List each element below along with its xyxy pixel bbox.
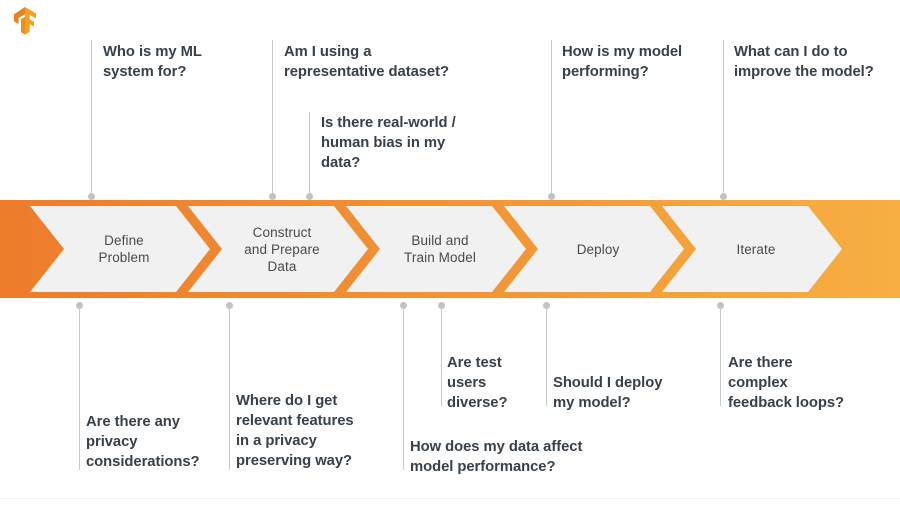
- question-line: How does my data affect: [410, 439, 583, 455]
- connector-line-who-is-my-ml-system-for: [91, 40, 92, 196]
- connector-line-what-can-i-do-to-improve-the-model: [723, 40, 724, 196]
- question-line: feedback loops?: [728, 395, 845, 411]
- step-line: Build and: [411, 233, 469, 248]
- question-line: privacy: [86, 434, 138, 450]
- step-label-deploy: Deploy: [559, 241, 630, 258]
- connector-dot-are-test-users-diverse: [438, 302, 445, 309]
- question-line: Are there any: [86, 414, 180, 430]
- step-line: Train Model: [404, 250, 476, 265]
- connector-dot-who-is-my-ml-system-for: [88, 193, 95, 200]
- step-label-define-problem: Define Problem: [81, 232, 160, 266]
- step-line: Iterate: [736, 241, 776, 257]
- connector-dot-what-can-i-do-to-improve-the-model: [720, 193, 727, 200]
- question-line: Where do I get: [236, 393, 338, 409]
- question-what-can-i-do-to-improve-the-model: What can I do to improve the model?: [734, 42, 900, 82]
- step-build-and-train-model[interactable]: Build and Train Model: [346, 206, 526, 292]
- connector-dot-am-i-using-a-representative-dataset: [269, 193, 276, 200]
- question-line: Am I using a: [284, 44, 372, 60]
- step-define-problem[interactable]: Define Problem: [30, 206, 210, 292]
- question-are-there-complex-feedback-loops: Are there complex feedback loops?: [728, 353, 898, 413]
- step-deploy[interactable]: Deploy: [504, 206, 684, 292]
- question-line: my model?: [553, 395, 631, 411]
- question-are-test-users-diverse: Are test users diverse?: [447, 353, 557, 413]
- connector-line-am-i-using-a-representative-dataset: [272, 40, 273, 196]
- connector-dot-is-there-real-world-human-bias: [306, 193, 313, 200]
- connector-dot-are-there-any-privacy-considerations: [76, 302, 83, 309]
- connector-dot-should-i-deploy-my-model: [543, 302, 550, 309]
- connector-line-is-there-real-world-human-bias: [309, 112, 310, 196]
- step-construct-and-prepare-data[interactable]: Construct and Prepare Data: [188, 206, 368, 292]
- question-line: What can I do to: [734, 44, 848, 60]
- connector-line-how-is-my-model-performing: [551, 40, 552, 196]
- question-line: data?: [321, 155, 361, 171]
- question-line: relevant features: [236, 413, 354, 429]
- step-line: Deploy: [576, 241, 620, 257]
- tensorflow-logo-icon: [10, 6, 40, 38]
- question-line: How is my model: [562, 44, 683, 60]
- connector-dot-how-does-my-data-affect-model-performance: [400, 302, 407, 309]
- step-label-build-and-train-model: Build and Train Model: [386, 232, 486, 266]
- question-line: diverse?: [447, 395, 508, 411]
- question-how-is-my-model-performing: How is my model performing?: [562, 42, 752, 82]
- connector-line-should-i-deploy-my-model: [546, 306, 547, 406]
- tensorflow-logo-svg: [14, 7, 36, 35]
- connector-dot-how-is-my-model-performing: [548, 193, 555, 200]
- step-line: Problem: [98, 250, 150, 265]
- question-are-there-any-privacy-considerations: Are there any privacy considerations?: [86, 412, 236, 472]
- question-should-i-deploy-my-model: Should I deploy my model?: [553, 373, 713, 413]
- question-how-does-my-data-affect-model-performance: How does my data affect model performanc…: [410, 437, 640, 477]
- step-line: Define: [104, 233, 144, 248]
- step-line: and Prepare: [244, 241, 320, 257]
- question-line: considerations?: [86, 454, 200, 470]
- question-line: performing?: [562, 64, 649, 80]
- step-label-construct-and-prepare-data: Construct and Prepare Data: [226, 224, 329, 275]
- question-line: human bias in my: [321, 135, 446, 151]
- step-line: Data: [267, 258, 297, 274]
- question-line: Are there: [728, 355, 793, 371]
- question-line: users: [447, 375, 487, 391]
- question-who-is-my-ml-system-for: Who is my ML system for?: [103, 42, 273, 82]
- connector-line-are-there-any-privacy-considerations: [79, 306, 80, 470]
- question-line: improve the model?: [734, 64, 874, 80]
- question-line: representative dataset?: [284, 64, 449, 80]
- question-line: model performance?: [410, 459, 556, 475]
- question-line: Who is my ML: [103, 44, 202, 60]
- connector-dot-where-do-i-get-relevant-features: [226, 302, 233, 309]
- ml-lifecycle-banner: Define Problem Construct and Prepare Dat…: [0, 200, 900, 298]
- question-line: system for?: [103, 64, 187, 80]
- connector-line-where-do-i-get-relevant-features: [229, 306, 230, 470]
- connector-line-are-there-complex-feedback-loops: [720, 306, 721, 406]
- connector-line-are-test-users-diverse: [441, 306, 442, 406]
- connector-line-how-does-my-data-affect-model-performance: [403, 306, 404, 470]
- question-line: Is there real-world /: [321, 115, 456, 131]
- question-line: in a privacy: [236, 433, 317, 449]
- bottom-divider: [0, 498, 900, 499]
- question-line: Should I deploy: [553, 375, 663, 391]
- step-line: Construct: [252, 224, 312, 240]
- step-iterate[interactable]: Iterate: [662, 206, 842, 292]
- question-line: Are test: [447, 355, 502, 371]
- connector-dot-are-there-complex-feedback-loops: [717, 302, 724, 309]
- step-label-iterate: Iterate: [719, 241, 786, 258]
- question-where-do-i-get-relevant-features-in-a-privacy-preserving-way: Where do I get relevant features in a pr…: [236, 391, 411, 471]
- question-am-i-using-a-representative-dataset: Am I using a representative dataset?: [284, 42, 524, 82]
- question-line: complex: [728, 375, 788, 391]
- question-is-there-real-world-human-bias-in-my-data: Is there real-world / human bias in my d…: [321, 113, 521, 173]
- question-line: preserving way?: [236, 453, 353, 469]
